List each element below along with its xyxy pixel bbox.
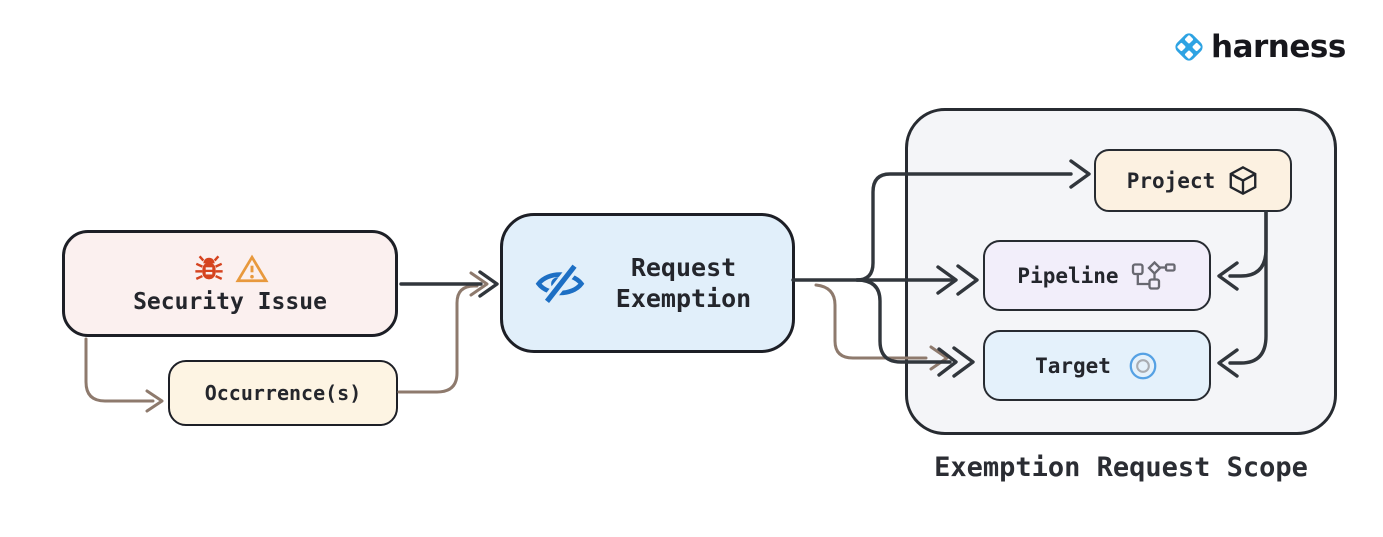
pipeline-node: Pipeline — [983, 240, 1211, 311]
arrowhead-occurrences — [145, 389, 164, 413]
harness-wordmark: harness — [1211, 29, 1346, 65]
harness-diamond-icon — [1175, 33, 1203, 61]
pipeline-label: Pipeline — [1017, 263, 1119, 288]
request-exemption-node: Request Exemption — [500, 213, 795, 353]
package-icon — [1229, 165, 1257, 195]
eye-off-icon — [535, 262, 584, 305]
request-exemption-label: Request Exemption — [615, 252, 752, 313]
security-issue-label: Security Issue — [133, 288, 327, 315]
target-icon — [1129, 352, 1157, 379]
project-node: Project — [1094, 149, 1292, 212]
security-issue-node: Security Issue — [62, 230, 398, 337]
occurrences-label: Occurrence(s) — [204, 381, 362, 405]
scope-caption: Exemption Request Scope — [934, 452, 1308, 483]
warning-icon — [234, 254, 269, 282]
arrowhead-request-dark — [478, 270, 499, 298]
occurrences-node: Occurrence(s) — [168, 360, 398, 426]
edge-occurrences-to-request — [397, 284, 479, 394]
harness-logo: harness — [1170, 28, 1346, 66]
edge-security-to-occurrences — [84, 337, 155, 403]
target-node: Target — [983, 330, 1211, 401]
pipeline-icon — [1131, 260, 1176, 290]
security-issue-icons — [192, 253, 269, 285]
project-label: Project — [1126, 168, 1216, 193]
arrowhead-request-brown — [469, 271, 489, 297]
target-label: Target — [1035, 353, 1111, 378]
bug-icon — [194, 254, 223, 280]
